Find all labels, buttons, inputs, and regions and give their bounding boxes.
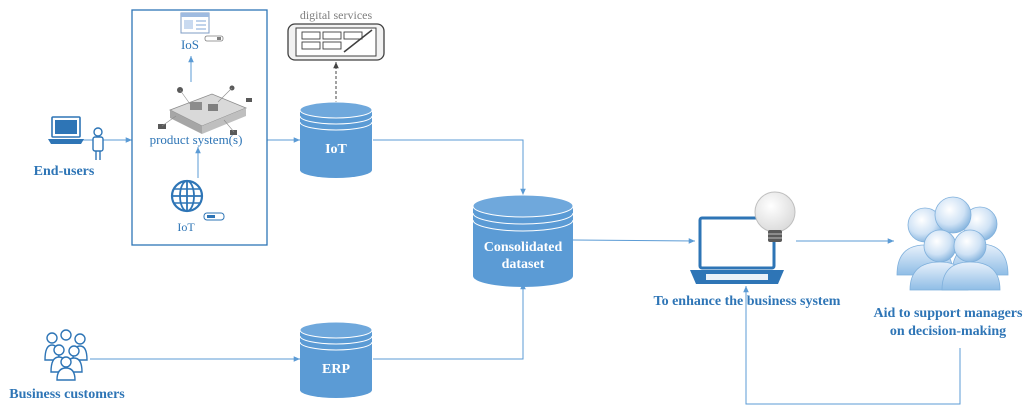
connector-iot-to-consolidated [373,139,526,195]
product-system-frame [131,9,268,246]
consolidated-database-label-line1: Consolidated [483,240,563,255]
iot-sensor-label: IoT [177,220,195,234]
users-group-icon [44,329,88,381]
iot-database-label: IoT [325,142,347,157]
erp-database-label: ERP [322,362,350,377]
consolidated-database-label-line2: dataset [501,257,545,272]
aid-managers-label-line1: Aid to support managers [873,306,1023,321]
business-customers-label: Business customers [9,387,125,402]
connector-erp-to-consolidated [373,283,526,360]
product-system-label: product system(s) [149,132,243,147]
laptop-enhance-icon [690,216,784,284]
manufacturing-system-icon [158,85,252,135]
aid-managers-label-line2: on decision-making [889,324,1007,339]
person-icon [92,127,104,160]
iot-database [299,101,373,178]
digital-services-label: digital services [299,8,373,22]
connectors [72,62,961,405]
connector-feedback-loop [743,286,961,405]
end-users-label: End-users [33,164,95,179]
tablet-icon [287,23,385,61]
consolidated-database [472,194,574,287]
browser-window-icon [180,12,210,34]
connector-plug-icon-iot [203,212,225,221]
laptop-icon [48,116,84,144]
ios-label: IoS [180,37,200,52]
connector-plug-icon [204,35,224,42]
globe-icon [170,179,204,213]
enhance-business-label: To enhance the business system [653,294,841,309]
erp-database [299,321,373,398]
managers-group-icon [896,196,1009,291]
lightbulb-icon [754,191,796,242]
connector-consolidated-to-enhance [572,238,696,244]
